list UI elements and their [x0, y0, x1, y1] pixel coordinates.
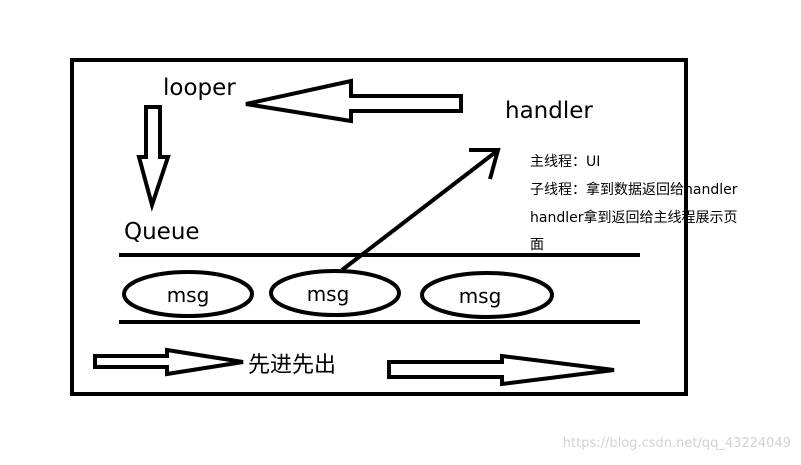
msg-to-handler-arrow — [340, 149, 499, 272]
handler-to-looper-arrow — [245, 78, 463, 124]
looper-to-queue-arrow — [136, 105, 171, 212]
msg-to-handler-arrowhead — [469, 148, 501, 180]
note-main-thread: 主线程：UI — [530, 154, 601, 170]
handler-label: handler — [505, 98, 593, 124]
fifo-label: 先进先出 — [248, 353, 337, 378]
watermark: https://blog.csdn.net/qq_43224049 — [562, 436, 791, 451]
msg-label: msg — [166, 283, 210, 307]
fifo-left-arrow — [93, 347, 244, 377]
looper-label: looper — [163, 75, 236, 101]
msg-label: msg — [458, 284, 502, 308]
note-handler-return: handler拿到返回给主线程展示页 — [530, 210, 738, 226]
outer-frame — [70, 58, 688, 396]
msg-ellipse — [269, 269, 401, 317]
note-handler-return-cont: 面 — [530, 237, 544, 253]
note-sub-thread: 子线程：拿到数据返回给handler — [530, 182, 738, 198]
fifo-right-arrow — [387, 353, 615, 387]
queue-label: Queue — [124, 219, 200, 245]
msg-ellipse — [122, 270, 254, 318]
msg-ellipse — [420, 271, 554, 319]
msg-label: msg — [306, 282, 350, 306]
